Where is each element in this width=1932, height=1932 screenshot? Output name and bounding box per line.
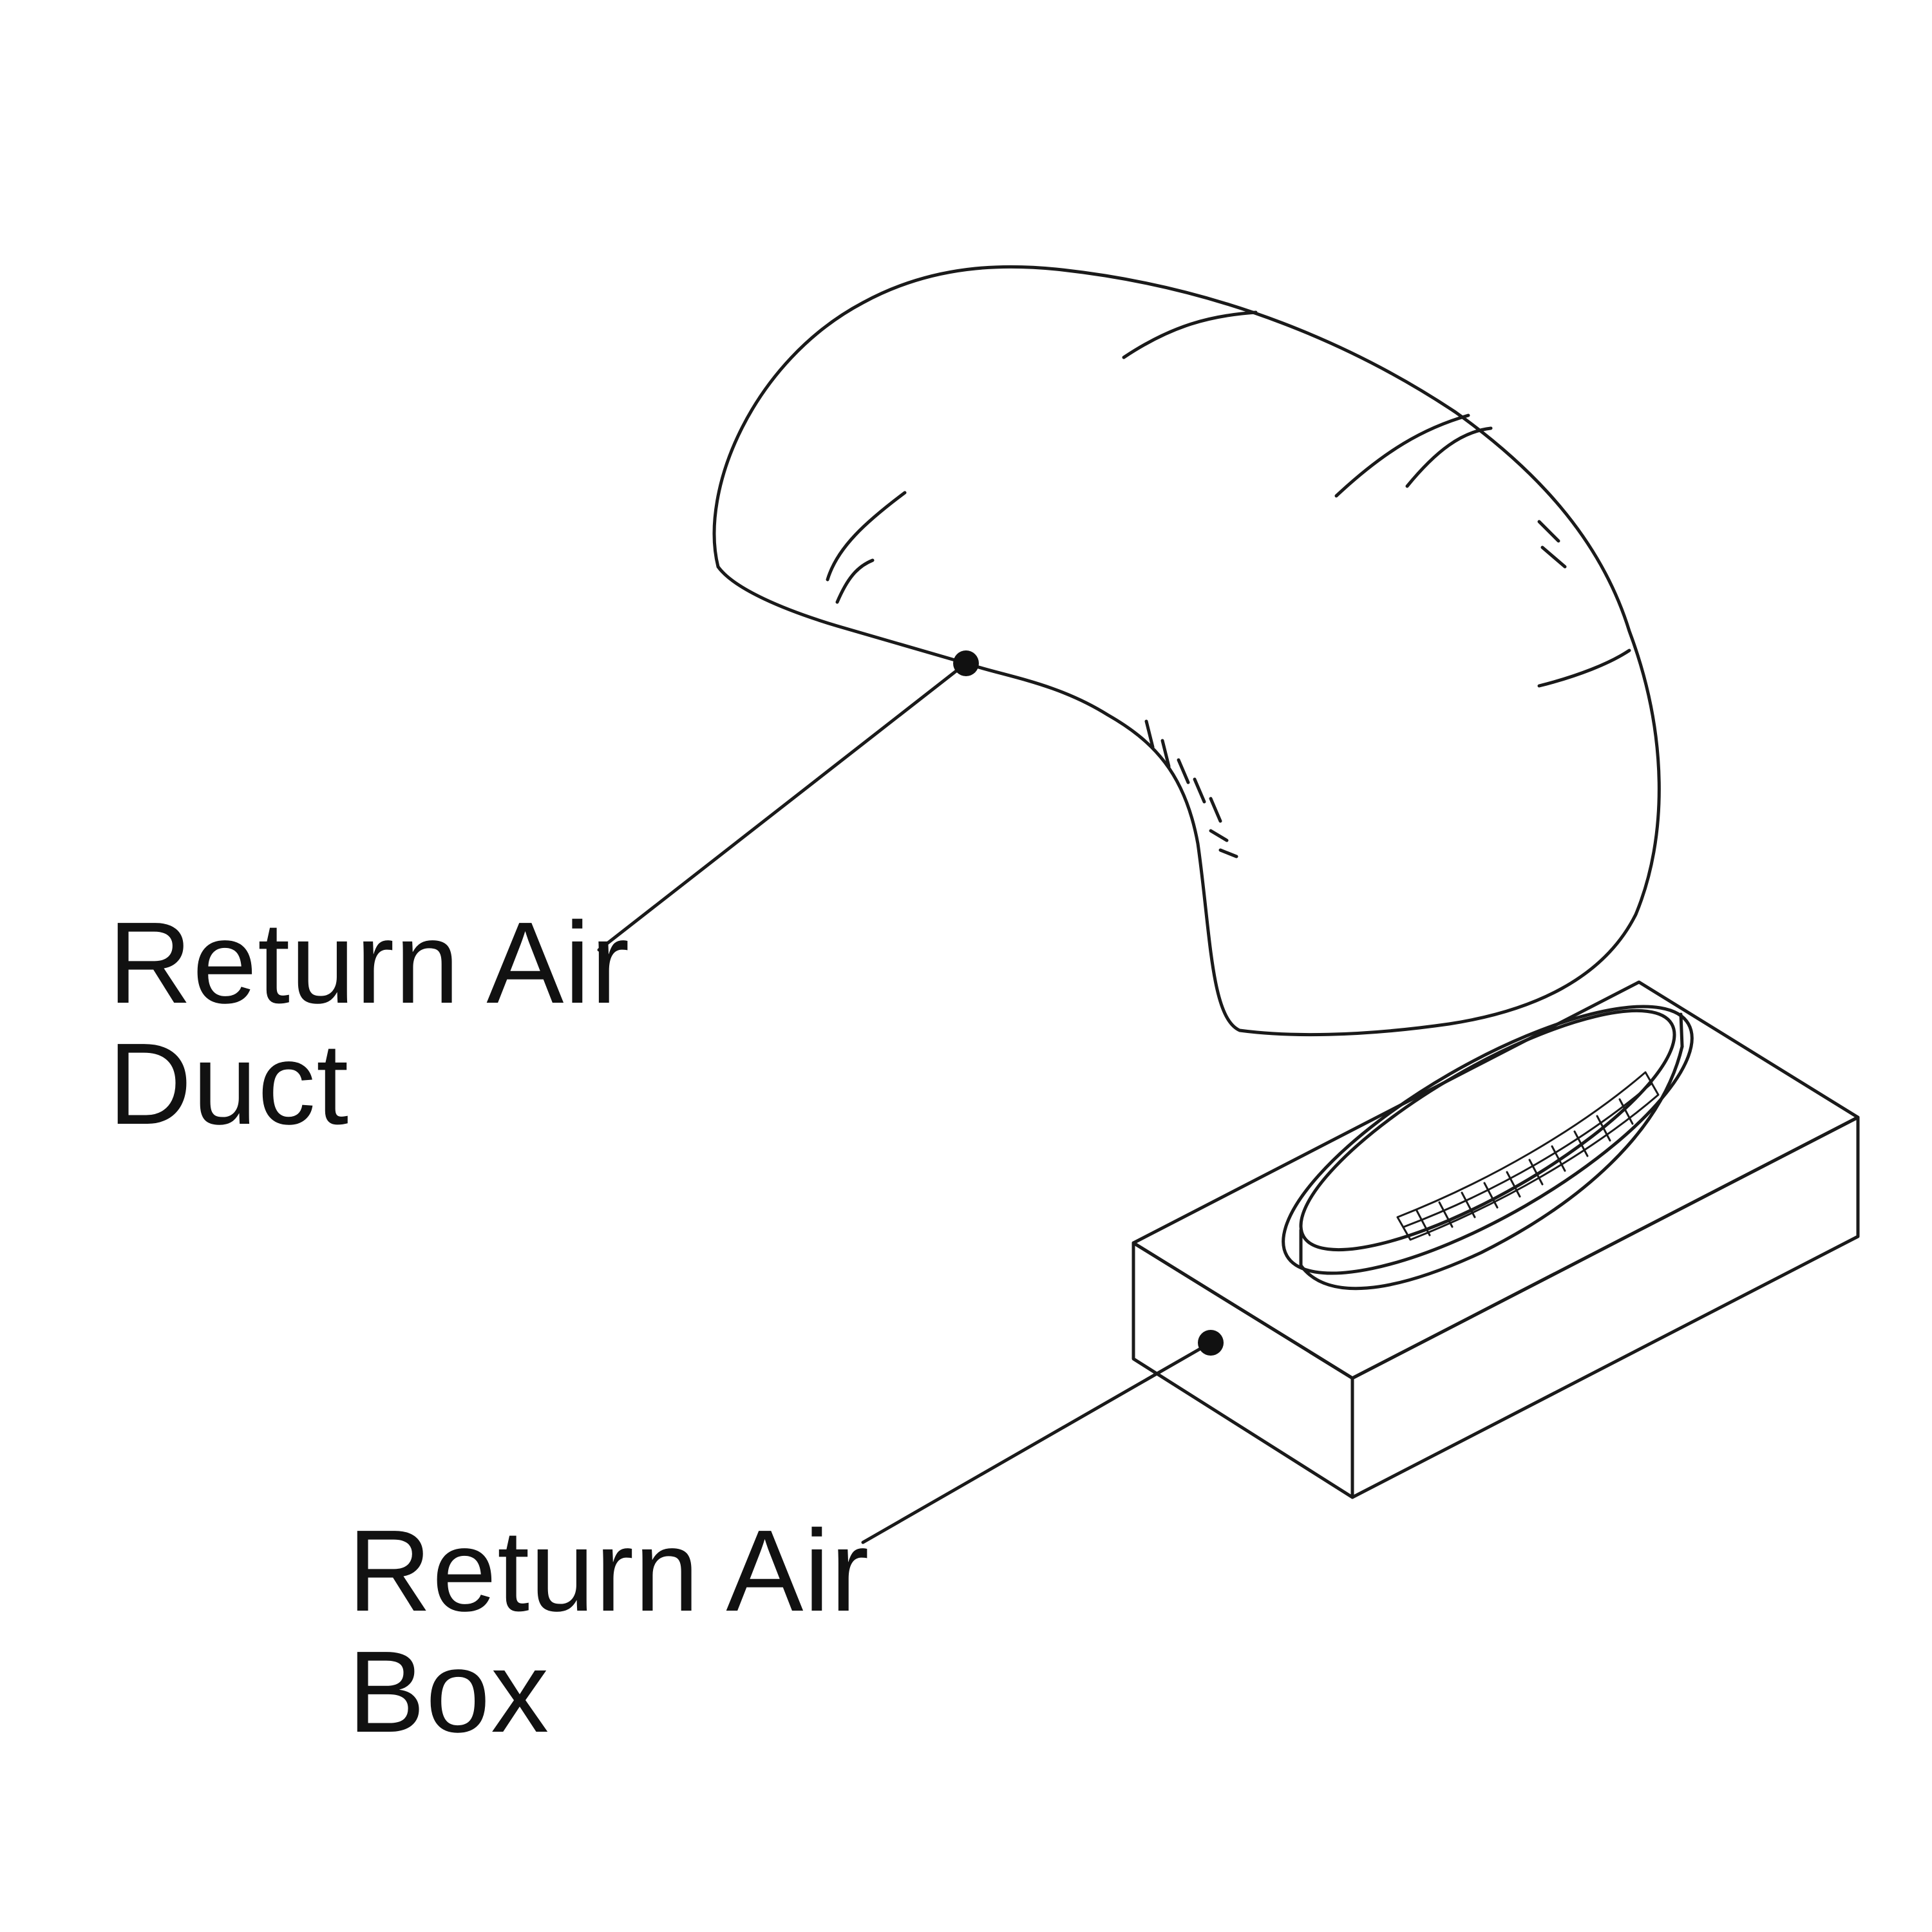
duct-crease <box>1537 649 1631 688</box>
duct-crease <box>835 558 875 604</box>
duct-crease <box>1160 739 1171 768</box>
leaders <box>597 650 1224 1544</box>
return-air-duct <box>712 265 1661 1037</box>
duct-crease <box>1193 777 1206 804</box>
return-air-duct-label: Return Air Duct <box>108 903 630 1145</box>
box-collar-side <box>1299 1012 1684 1267</box>
duct-crease <box>1218 848 1238 858</box>
duct-crease <box>1209 797 1222 823</box>
duct-crease <box>1405 426 1493 488</box>
duct-crease <box>1144 719 1155 749</box>
duct-crease <box>1540 545 1567 569</box>
return-air-box <box>1132 980 1860 1499</box>
return-air-duct-label-line1: Return Air <box>108 898 630 1028</box>
box-collar-outer <box>1282 1005 1694 1275</box>
leader-dot-duct <box>953 650 979 676</box>
box-side-face <box>1350 1115 1860 1499</box>
duct-crease <box>1209 829 1229 842</box>
duct-crease <box>826 491 907 582</box>
leader-line-box <box>861 1341 1213 1544</box>
duct-outline <box>712 265 1661 1037</box>
return-air-duct-label-line2: Duct <box>108 1019 350 1149</box>
box-grille <box>1396 1071 1660 1241</box>
box-collar-base <box>1299 1045 1684 1291</box>
duct-crease <box>1122 310 1258 359</box>
return-air-box-label-line2: Box <box>348 1627 550 1757</box>
duct-crease <box>1537 520 1560 543</box>
duct-crease <box>1177 758 1190 784</box>
leader-dot-box <box>1198 1330 1224 1356</box>
box-top-face <box>1132 980 1860 1380</box>
duct-crease <box>1334 413 1470 498</box>
leader-line-duct <box>597 661 968 952</box>
return-air-box-label-line1: Return Air <box>348 1506 870 1636</box>
return-air-box-label: Return Air Box <box>348 1511 869 1753</box>
box-collar-inner <box>1299 1009 1676 1252</box>
